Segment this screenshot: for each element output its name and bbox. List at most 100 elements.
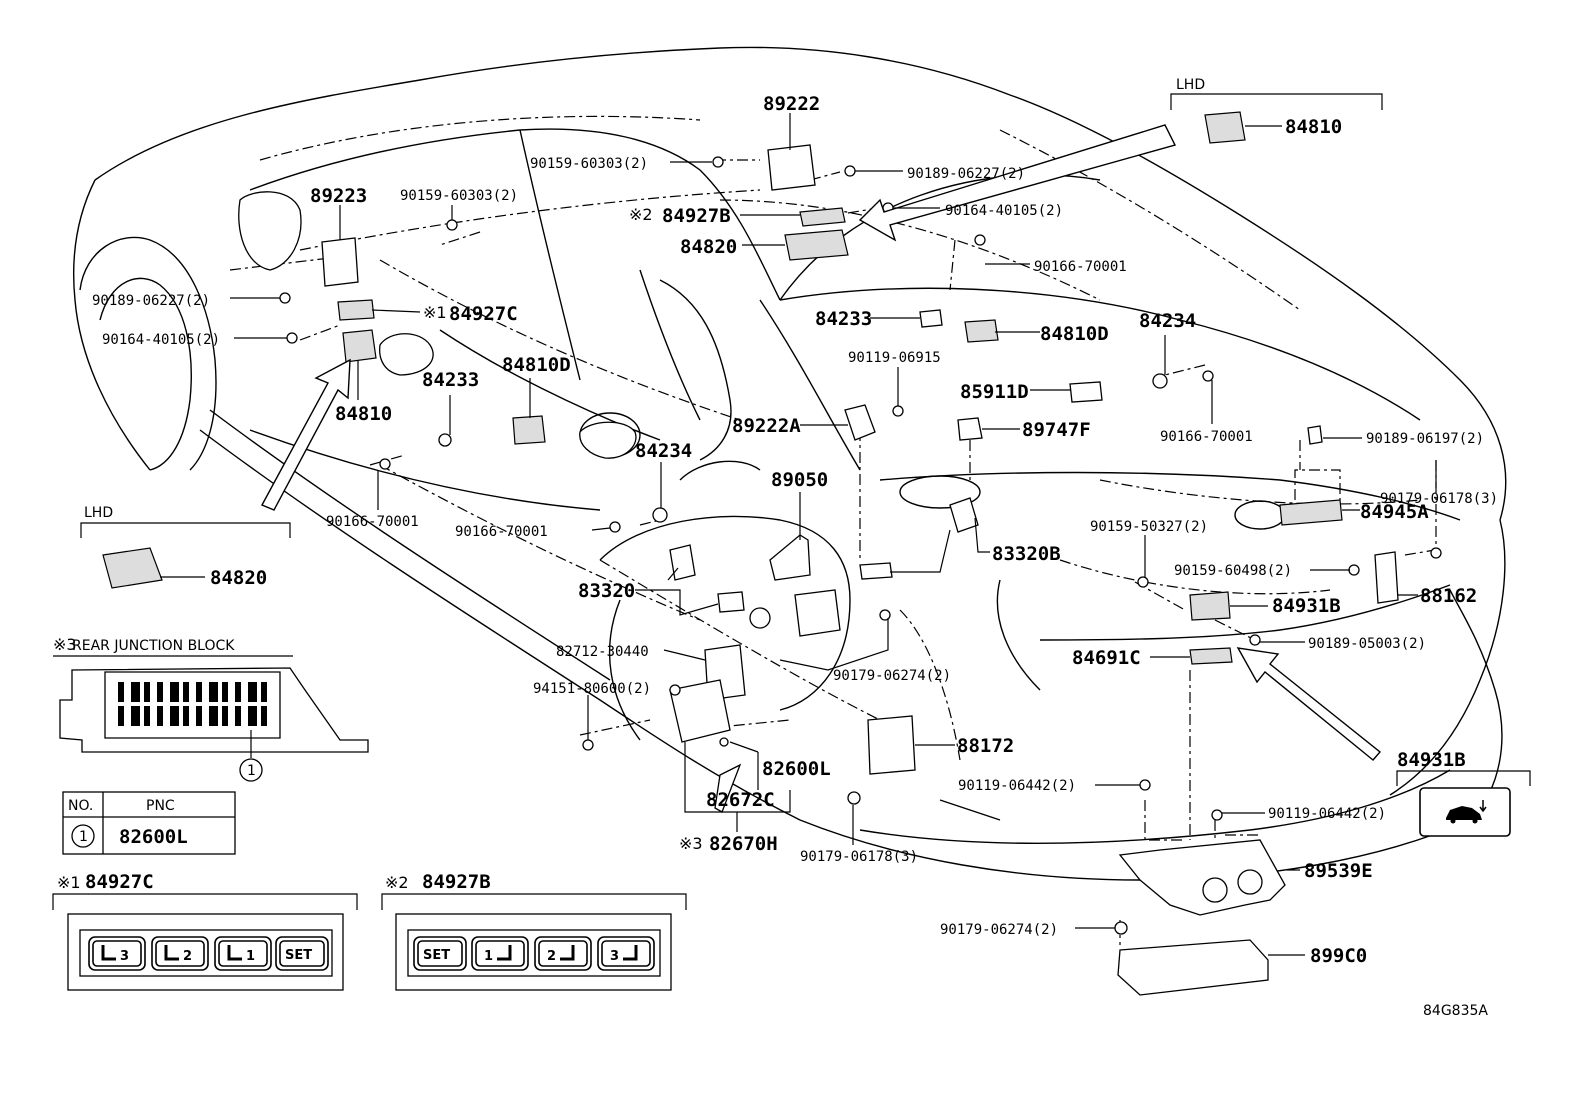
memory-set-label-b: SET [423,948,450,963]
label-85911D: 85911D [960,381,1029,403]
label-84820-left: 84820 [210,567,267,589]
fuse-slot [157,682,163,702]
part-labels: 89222 89223 90159-60303(2) 90159-60303(2… [92,93,1498,967]
label-90166-70001-d: 90166-70001 [1160,429,1253,445]
fuse-slot [235,706,241,726]
seat-icon [560,945,575,961]
label-89539E: 89539E [1304,860,1373,882]
label-88162: 88162 [1420,585,1477,607]
memory-set-button-b[interactable]: SET [413,936,467,971]
rear-junction-block-inset: ※3 REAR JUNCTION BLOCK 1 [53,635,369,782]
switch-84927C-title: 84927C [85,871,154,893]
marker-3-junction: ※3 [53,635,77,654]
switch-inset-84927B: ※2 84927B SET 1 2 [381,871,687,991]
label-84691C: 84691C [1072,647,1141,669]
marker-3-82670H: ※3 [679,834,703,853]
label-84820-top: 84820 [680,236,737,258]
fuse-slot [209,706,218,726]
memory-button-2-label: 2 [183,949,192,964]
memory-button-2[interactable]: 2 [151,936,209,971]
junction-fuse-slots [118,682,267,726]
lhd-left-label: LHD [84,505,113,521]
junction-block-title: REAR JUNCTION BLOCK [72,638,235,654]
fuse-slot [131,706,140,726]
fuse-slot [170,682,179,702]
label-90189-06227-top: 90189-06227(2) [907,166,1025,182]
label-82712-30440: 82712-30440 [556,644,649,660]
label-82600L: 82600L [762,758,831,780]
switch-84927B-title: 84927B [422,871,491,893]
memory-button-2-b-label: 2 [547,949,556,964]
label-90166-70001-a: 90166-70001 [326,514,419,530]
label-84233-left: 84233 [422,369,479,391]
leader-lines [160,113,1437,956]
arrow-84810-left [261,358,351,511]
label-94151-80600: 94151-80600(2) [533,681,651,697]
label-90159-60498: 90159-60498(2) [1174,563,1292,579]
fuse-slot [261,682,267,702]
memory-button-3-b-label: 3 [610,949,619,964]
label-90166-70001-c: 90166-70001 [1034,259,1127,275]
label-84945A: 84945A [1360,501,1429,523]
label-90179-06274-mid: 90179-06274(2) [833,668,951,684]
memory-button-1[interactable]: 1 [214,936,272,971]
memory-button-1-label: 1 [246,949,255,964]
marker-2-84927B: ※2 [629,205,653,224]
vehicle-body-outline [73,46,1507,945]
label-899C0: 899C0 [1310,945,1367,967]
label-90179-06178-right: 90179-06178(3) [1380,491,1498,507]
label-90164-40105-top: 90164-40105(2) [945,203,1063,219]
memory-button-1-b-label: 1 [484,949,493,964]
fuse-slot [183,706,189,726]
label-84927B: 84927B [662,205,731,227]
label-84810D-mid: 84810D [502,354,571,376]
marker-2-inset: ※2 [385,873,409,892]
label-90159-50327: 90159-50327(2) [1090,519,1208,535]
label-90159-60303-left: 90159-60303(2) [400,188,518,204]
seat-icon [497,945,512,961]
memory-button-2-b[interactable]: 2 [534,936,592,971]
pnc-row-no: 1 [79,829,88,845]
label-89747F: 89747F [1022,419,1091,441]
memory-button-3[interactable]: 3 [88,936,146,971]
fuse-slot [261,706,267,726]
label-88172: 88172 [957,735,1014,757]
fuse-slot [248,706,257,726]
pnc-row-value: 82600L [119,826,188,848]
lhd-inset-left: LHD [80,505,291,538]
seat-memory-buttons-84927B: SET 1 2 3 [413,936,655,971]
label-90159-60303-top: 90159-60303(2) [530,156,648,172]
seat-icon [101,945,116,961]
label-89050: 89050 [771,469,828,491]
components [102,111,1442,996]
diagram-id: 84G835A [1423,1003,1488,1019]
car-trunk-icon [1446,800,1487,824]
label-90179-06274-bottom: 90179-06274(2) [940,922,1058,938]
pnc-table: NO. PNC 1 82600L [62,791,236,855]
memory-set-label: SET [285,948,312,963]
fuse-slot [248,682,257,702]
seat-icon [164,945,179,961]
label-84927C: 84927C [449,303,518,325]
lhd-inset-top-right: LHD [1170,77,1383,110]
fuse-slot [157,706,163,726]
fuse-slot [196,706,202,726]
lhd-top-label: LHD [1176,77,1205,93]
label-83320B: 83320B [992,543,1061,565]
label-84931B: 84931B [1272,595,1341,617]
pnc-header-no: NO. [68,798,93,814]
memory-button-1-b[interactable]: 1 [471,936,529,971]
label-82670H: 82670H [709,833,778,855]
label-90164-40105-left: 90164-40105(2) [102,332,220,348]
memory-set-button[interactable]: SET [275,936,329,971]
pnc-header-pnc: PNC [146,798,175,814]
seat-icon [227,945,242,961]
label-83320: 83320 [578,580,635,602]
label-90119-06442-a: 90119-06442(2) [958,778,1076,794]
fuse-slot [131,682,140,702]
fuse-slot [170,706,179,726]
seat-icon [623,945,638,961]
memory-button-3-label: 3 [120,949,129,964]
label-89222A: 89222A [732,415,801,437]
memory-button-3-b[interactable]: 3 [597,936,655,971]
